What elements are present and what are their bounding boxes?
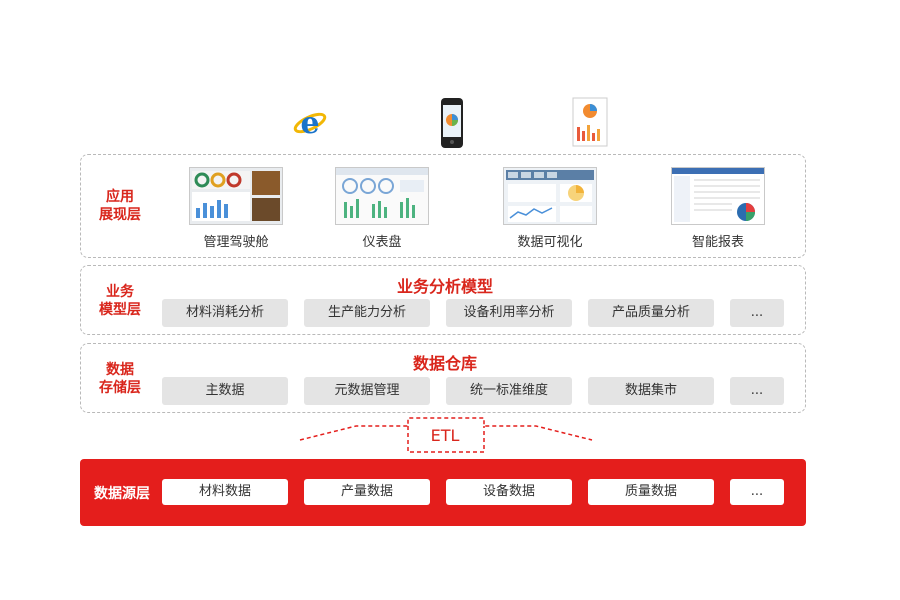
dashboard-thumbnail (335, 167, 429, 225)
visualization-thumbnail (503, 167, 597, 225)
data-warehouse-title: 数据仓库 (412, 354, 477, 373)
storage-item-more: ... (730, 377, 784, 405)
app-label: 管理驾驶舱 (203, 235, 269, 250)
etl-arrow (299, 417, 593, 453)
storage-item: 元数据管理 (304, 377, 430, 405)
storage-layer-label: 数据 存储层 (99, 362, 141, 396)
business-model-title: 业务分析模型 (396, 277, 493, 296)
ie-browser-icon: e (292, 103, 328, 145)
business-item: 产品质量分析 (588, 299, 714, 327)
app-label: 数据可视化 (517, 235, 583, 250)
source-item: 材料数据 (162, 479, 288, 505)
business-item: 材料消耗分析 (162, 299, 288, 327)
cockpit-thumbnail (189, 167, 283, 225)
source-item-more: ... (730, 479, 784, 505)
etl-label: ETL (430, 426, 460, 445)
source-item: 产量数据 (304, 479, 430, 505)
storage-item: 统一标准维度 (446, 377, 572, 405)
app-label: 智能报表 (691, 235, 744, 250)
app-smart-report: 智能报表 (658, 167, 778, 250)
app-management-cockpit: 管理驾驶舱 (176, 167, 296, 250)
app-dashboard: 仪表盘 (322, 167, 442, 250)
business-item: 设备利用率分析 (446, 299, 572, 327)
svg-text:e: e (300, 106, 319, 141)
storage-item: 数据集市 (588, 377, 714, 405)
source-item: 设备数据 (446, 479, 572, 505)
source-layer-label: 数据源层 (94, 486, 150, 502)
source-item: 质量数据 (588, 479, 714, 505)
storage-item: 主数据 (162, 377, 288, 405)
application-layer-label: 应用 展现层 (99, 189, 141, 223)
app-data-visualization: 数据可视化 (490, 167, 610, 250)
app-label: 仪表盘 (362, 235, 402, 250)
data-source-layer: 数据源层 材料数据 产量数据 设备数据 质量数据 ... (80, 459, 806, 526)
smartphone-icon (440, 97, 464, 153)
business-item: 生产能力分析 (304, 299, 430, 327)
report-thumbnail (671, 167, 765, 225)
tablet-icon (572, 97, 608, 151)
business-layer-label: 业务 模型层 (99, 284, 141, 318)
business-item-more: ... (730, 299, 784, 327)
